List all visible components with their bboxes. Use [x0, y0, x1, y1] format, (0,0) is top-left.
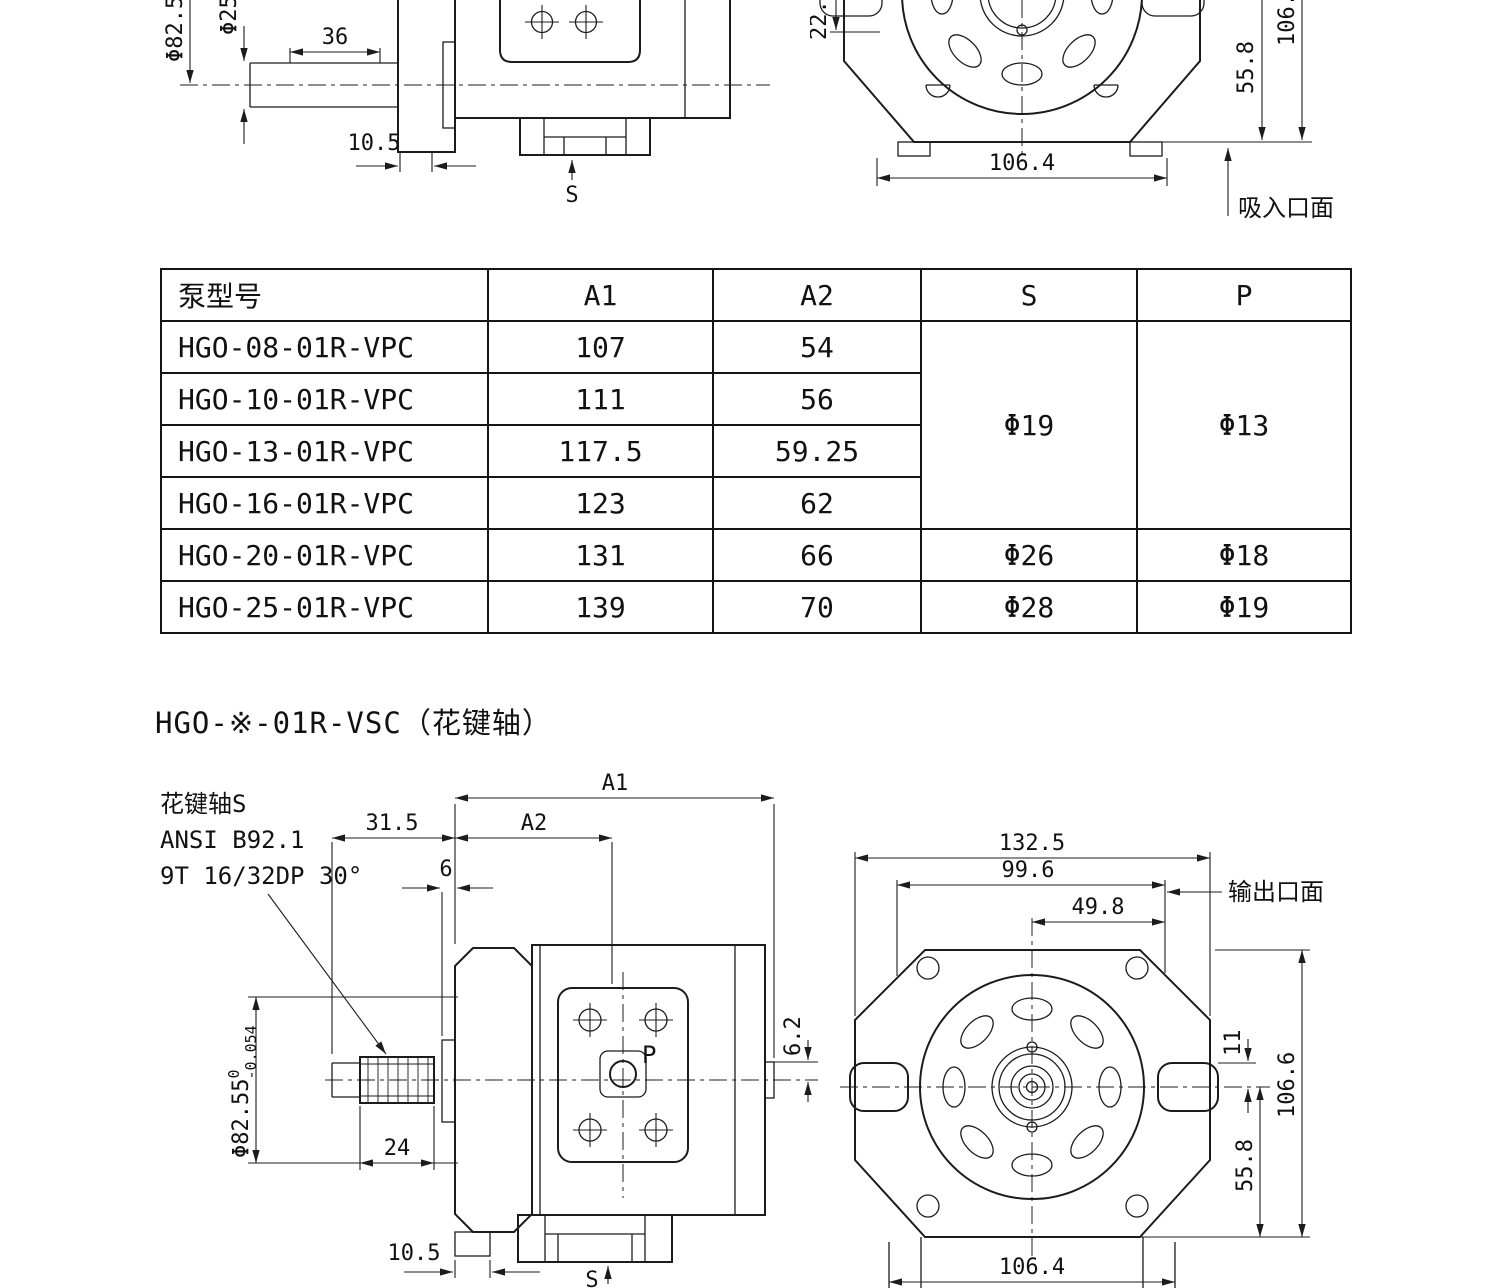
port-label-p: P	[642, 1041, 656, 1069]
cell-model: HGO-16-01R-VPC	[160, 476, 489, 530]
dim-label-55-8: 55.8	[1234, 41, 1259, 94]
table-row: HGO-13-01R-VPC 117.5 59.25	[160, 424, 1351, 478]
drawing-bottom-side-view: A1 A2 31.5 6 花键轴S ANSI B92.1 9T 16/32DP …	[160, 771, 818, 1288]
cell-p: Φ19	[1136, 580, 1352, 634]
dim-label-24: 24	[384, 1136, 411, 1161]
cell-a1: 107	[487, 320, 714, 374]
dim-label-6: 6	[439, 857, 452, 882]
dim-label-55-8: 55.8	[1233, 1139, 1258, 1192]
drawing-top-front-view: 22.2 106.4 55.8 106.6 吸入口面	[810, 0, 1334, 222]
cell-a1: 139	[487, 580, 714, 634]
cell-a2: 59.25	[712, 424, 922, 478]
dim-label-132-5: 132.5	[999, 831, 1065, 856]
dim-label-31-5: 31.5	[366, 811, 419, 836]
dimensions-bottom-side: A1 A2 31.5 6 花键轴S ANSI B92.1 9T 16/32DP …	[160, 771, 818, 1288]
pilot-dia-value: Φ82.55	[229, 1079, 254, 1158]
dim-label-pilot-dia: Φ82.550-0.054	[225, 1025, 260, 1158]
table-row: HGO-08-01R-VPC 107 54 Φ19 Φ13	[160, 320, 1352, 530]
dimensions-bottom-front: 132.5 99.6 49.8 输出口面 11 106.6 55.8 106.4	[854, 831, 1324, 1286]
dim-label-106-4: 106.4	[999, 1255, 1065, 1280]
dimension-table: 泵型号 A1 A2 S P HGO-08-01R-VPC 107 54 Φ19 …	[160, 268, 1352, 634]
dim-label-106-6: 106.6	[1275, 1052, 1300, 1118]
drawing-bottom-front-view: 132.5 99.6 49.8 输出口面 11 106.6 55.8 106.4	[840, 831, 1324, 1288]
dim-label-11: 11	[1221, 1030, 1246, 1057]
dim-label-99-6: 99.6	[1002, 858, 1055, 883]
cell-model: HGO-10-01R-VPC	[160, 372, 489, 426]
pump-side-outline	[325, 944, 818, 1263]
pump-front-outline	[819, 0, 1205, 162]
cell-model: HGO-08-01R-VPC	[160, 320, 489, 374]
col-header-a1: A1	[487, 268, 714, 322]
dim-label-106-4: 106.4	[989, 151, 1055, 176]
dim-label-36: 36	[322, 25, 349, 50]
drawing-top-side-view: Φ82.5 Φ25 36 10.5 S	[163, 0, 770, 205]
col-header-a2: A2	[712, 268, 922, 322]
spline-note-line3: 9T 16/32DP 30°	[160, 862, 362, 890]
dim-label-a2: A2	[521, 811, 548, 836]
pump-side-outline	[180, 0, 770, 156]
port-label-s: S	[585, 1268, 598, 1288]
cell-a2: 70	[712, 580, 922, 634]
dim-label-22-2: 22.2	[810, 0, 832, 40]
cell-a2: 56	[712, 372, 922, 426]
cell-s-shared: Φ19	[920, 320, 1138, 530]
label-suction-face: 吸入口面	[1238, 194, 1334, 222]
cell-a2: 62	[712, 476, 922, 530]
col-header-p: P	[1136, 268, 1352, 322]
section-heading: HGO-※-01R-VSC（花键轴）	[155, 706, 552, 740]
cell-a1: 117.5	[487, 424, 714, 478]
col-header-model: 泵型号	[160, 268, 489, 322]
cell-s: Φ28	[920, 580, 1138, 634]
cell-a1: 131	[487, 528, 714, 582]
dim-label-106-6: 106.6	[1275, 0, 1300, 46]
dim-label-pilot-dia: Φ82.5	[163, 0, 188, 62]
table-header-row: 泵型号 A1 A2 S P	[160, 268, 1352, 322]
port-label-s: S	[565, 183, 578, 205]
dim-label-6-2: 6.2	[781, 1016, 806, 1056]
cell-a1: 111	[487, 372, 714, 426]
table-row: HGO-16-01R-VPC 123 62	[160, 476, 1351, 530]
cell-p: Φ18	[1136, 528, 1352, 582]
cell-model: HGO-13-01R-VPC	[160, 424, 489, 478]
dim-label-a1: A1	[602, 771, 629, 796]
pilot-tol-lower: -0.054	[242, 1025, 260, 1079]
cell-model: HGO-20-01R-VPC	[160, 528, 489, 582]
cell-p-shared: Φ13	[1136, 320, 1352, 530]
cell-a2: 66	[712, 528, 922, 582]
dim-label-10-5: 10.5	[348, 131, 401, 156]
dimensions-top-front: 22.2 106.4 55.8 106.6 吸入口面	[810, 0, 1334, 222]
cell-a1: 123	[487, 476, 714, 530]
pilot-tol-upper: 0	[225, 1069, 243, 1078]
spline-note-line2: ANSI B92.1	[160, 826, 305, 854]
pump-front-outline	[840, 918, 1270, 1288]
cell-a2: 54	[712, 320, 922, 374]
dim-label-10-5: 10.5	[388, 1241, 441, 1266]
dim-label-shaft-dia: Φ25	[217, 0, 242, 35]
cell-s: Φ26	[920, 528, 1138, 582]
cell-model: HGO-25-01R-VPC	[160, 580, 489, 634]
dim-label-49-8: 49.8	[1072, 895, 1125, 920]
table-row: HGO-20-01R-VPC 131 66 Φ26 Φ18	[160, 528, 1352, 582]
dimensions-top-side: Φ82.5 Φ25 36 10.5 S	[163, 0, 579, 205]
spline-note-line1: 花键轴S	[160, 790, 246, 818]
table-row: HGO-25-01R-VPC 139 70 Φ28 Φ19	[160, 580, 1352, 634]
table-row: HGO-10-01R-VPC 111 56	[160, 372, 1351, 426]
label-outlet-face: 输出口面	[1228, 878, 1324, 906]
col-header-s: S	[920, 268, 1138, 322]
